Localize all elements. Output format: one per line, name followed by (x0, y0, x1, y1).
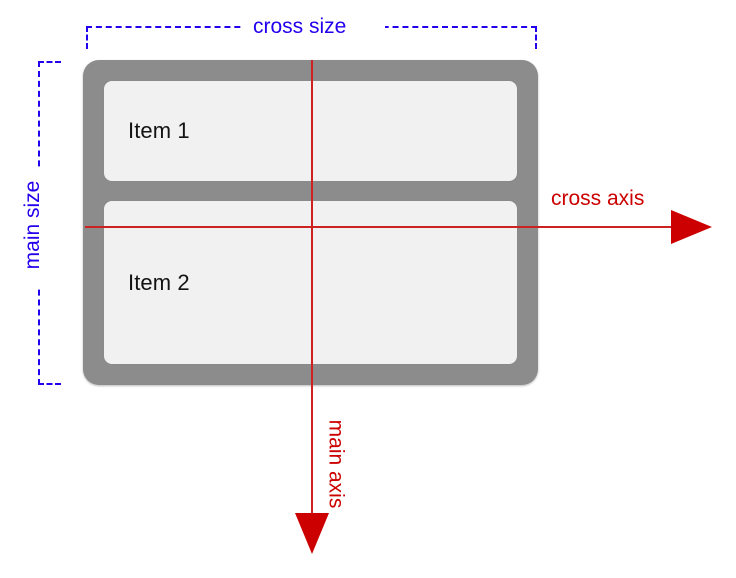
cross-size-label: cross size (253, 15, 347, 38)
main-size-bracket (28, 61, 61, 385)
flex-item-1: Item 1 (103, 80, 518, 182)
main-axis-arrowhead-icon (295, 513, 329, 554)
cross-axis-label: cross axis (551, 187, 645, 210)
cross-size-label-gap-mask (243, 16, 385, 38)
flex-item-1-label: Item 1 (128, 118, 190, 143)
main-axis-label: main axis (324, 419, 348, 509)
main-axis-line (311, 60, 313, 515)
flex-container: Item 1 Item 2 (83, 60, 538, 385)
main-size-label: main size (21, 180, 44, 270)
main-size-label-gap-mask (28, 168, 50, 286)
cross-axis-line (85, 226, 673, 228)
flex-item-2-label: Item 2 (128, 269, 190, 295)
cross-axis-arrowhead-icon (671, 210, 712, 244)
cross-size-bracket (86, 16, 537, 49)
